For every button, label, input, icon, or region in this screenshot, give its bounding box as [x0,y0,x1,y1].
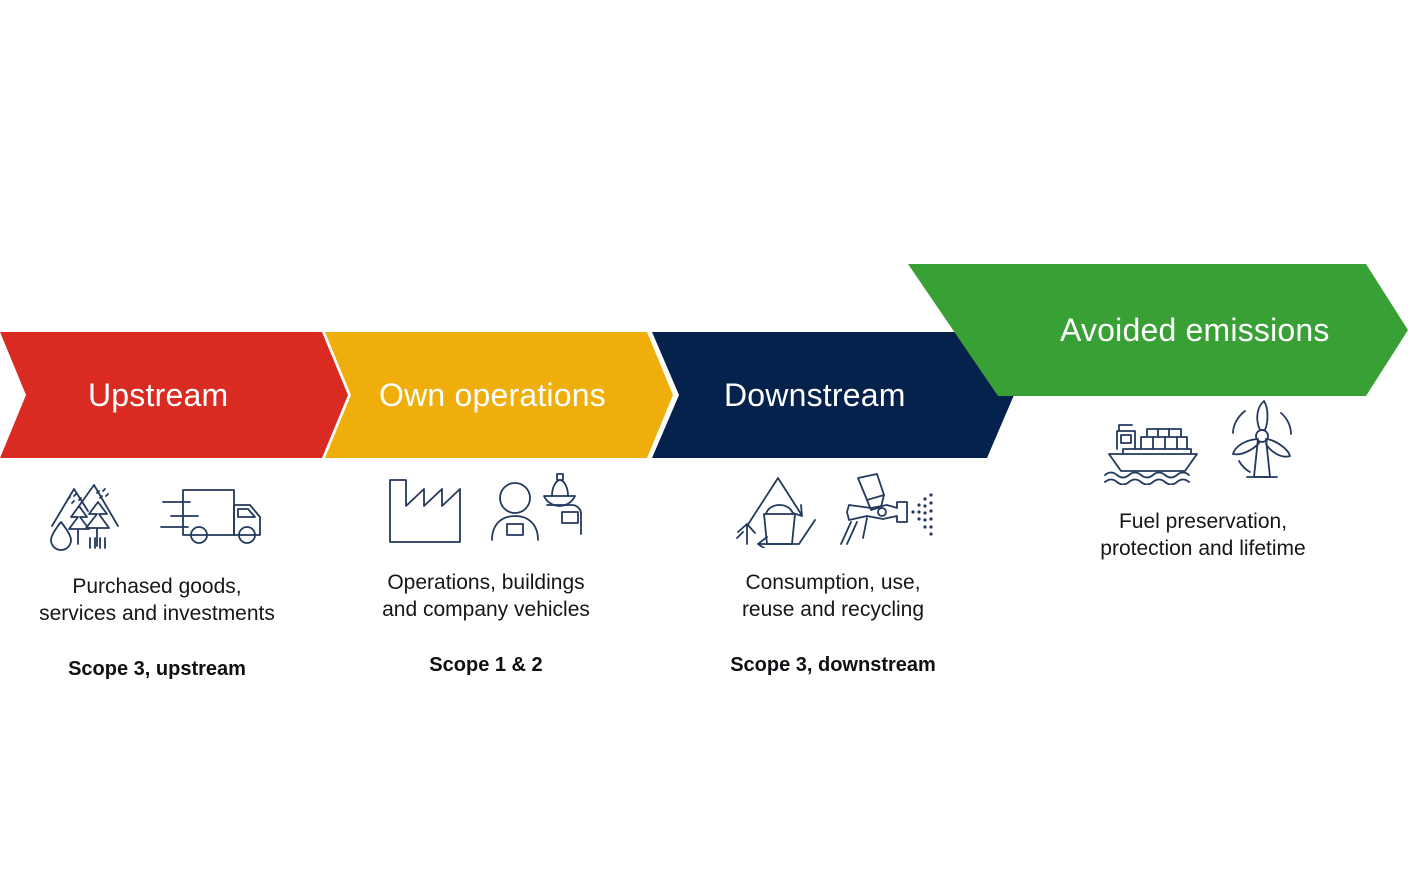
container-ship-icon [1104,424,1198,485]
workers-hardhat-icon [491,473,582,541]
icon-row-downstream [700,468,966,548]
column-downstream: Consumption, use, reuse and recycling Sc… [700,468,966,677]
arrow-own-operations-label: Own operations [379,376,606,413]
caption-upstream: Purchased goods, services and investment… [39,575,275,625]
arrow-avoided-emissions[interactable]: Avoided emissions [908,264,1408,396]
delivery-truck-icon [160,489,261,544]
recycling-bucket-icon [736,477,816,548]
icon-row-upstream [16,472,298,552]
caption-avoided-emissions: Fuel preservation, protection and lifeti… [1100,510,1306,560]
scope-upstream: Scope 3, upstream [68,657,246,680]
caption-own-operations: Operations, buildings and company vehicl… [382,571,590,621]
column-avoided-emissions: Fuel preservation, protection and lifeti… [1070,400,1336,563]
arrow-own-operations[interactable]: Own operations [325,332,673,458]
arrow-downstream[interactable]: Downstream [652,332,1014,458]
arrow-upstream-label: Upstream [88,376,229,413]
scope-own-operations: Scope 1 & 2 [429,653,543,676]
column-upstream: Purchased goods, services and investment… [16,472,298,681]
arrow-avoided-emissions-label: Avoided emissions [1060,311,1330,348]
scope-downstream: Scope 3, downstream [730,653,936,676]
column-own-operations: Operations, buildings and company vehicl… [352,468,620,677]
caption-downstream: Consumption, use, reuse and recycling [741,571,925,621]
icon-row-own-operations [352,468,620,548]
arrow-upstream[interactable]: Upstream [0,332,348,458]
arrow-downstream-label: Downstream [724,376,906,413]
wind-turbine-icon [1232,400,1292,478]
factory-icon [389,479,461,543]
icon-row-avoided-emissions [1070,400,1336,485]
arrow-band: Upstream Own operations Downstream Avoid… [0,264,1408,458]
mountains-trees-water-icon [50,484,119,551]
spray-gun-icon [840,473,933,545]
